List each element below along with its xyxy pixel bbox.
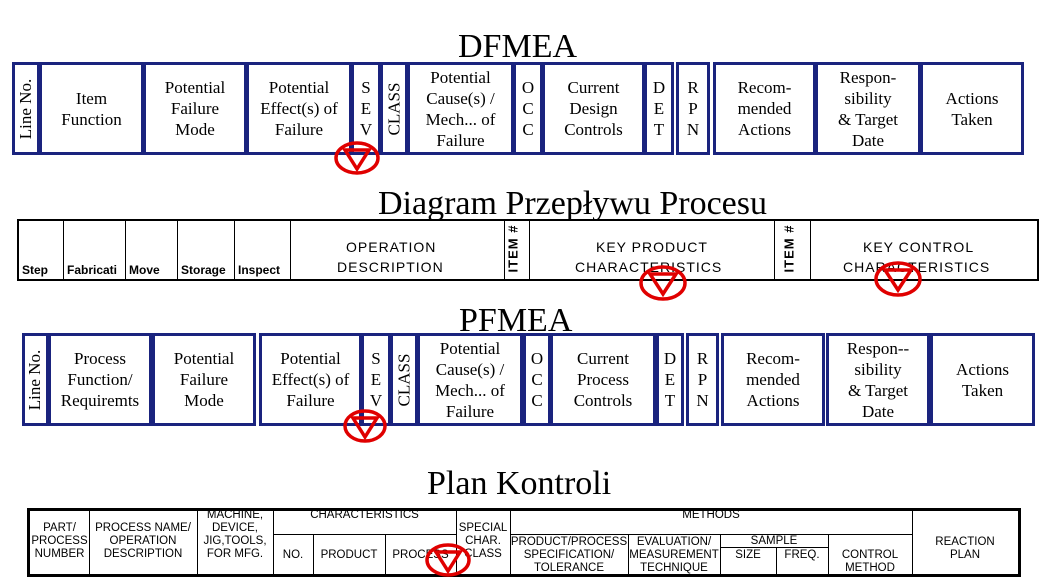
pfmea-col-class: CLASS <box>390 333 418 426</box>
pfmea-title: PFMEA <box>459 302 573 339</box>
flow-col-key-product: KEY PRODUCT CHARACTERISTICS <box>530 221 775 279</box>
control-plan-title: Plan Kontroli <box>427 465 612 502</box>
cp-methods: METHODS <box>682 509 740 521</box>
dfmea-col-class: CLASS <box>380 62 408 155</box>
severity-marker-icon <box>334 141 380 175</box>
pfmea-severity-marker-icon <box>343 409 387 443</box>
flow-col-step: Step <box>19 221 64 279</box>
cp-characteristics: CHARACTERISTICS <box>310 509 419 521</box>
cp-machine: MACHINE,DEVICE,JIG,TOOLS,FOR MFG. <box>203 509 267 560</box>
flow-col-storage: Storage <box>178 221 235 279</box>
dfmea-title: DFMEA <box>458 28 578 65</box>
flow-title: Diagram Przepływu Procesu <box>378 185 768 222</box>
control-char-marker-icon <box>874 261 922 297</box>
cp-no: NO. <box>282 549 304 561</box>
flow-col-inspect: Inspect <box>235 221 291 279</box>
flow-col-item-1: ITEM # <box>505 221 530 279</box>
flow-col-item-2: ITEM # <box>775 221 811 279</box>
flow-col-key-control: KEY CONTROL CHARACTERISTICS <box>843 239 991 275</box>
flow-col-fabricate: Fabricati <box>64 221 126 279</box>
flow-col-move: Move <box>126 221 178 279</box>
cp-sample: SAMPLE <box>750 535 798 547</box>
cp-size: SIZE <box>735 549 761 561</box>
product-char-marker-icon <box>639 265 687 301</box>
cp-product: PRODUCT <box>320 549 378 561</box>
process-char-marker-icon <box>425 543 471 577</box>
cp-freq: FREQ. <box>784 549 820 561</box>
dfmea-col-line-no: Line No. <box>12 62 40 155</box>
control-plan-header <box>27 508 1021 577</box>
flow-col-operation: OPERATION DESCRIPTION <box>291 221 505 279</box>
pfmea-col-line-no: Line No. <box>22 333 49 426</box>
